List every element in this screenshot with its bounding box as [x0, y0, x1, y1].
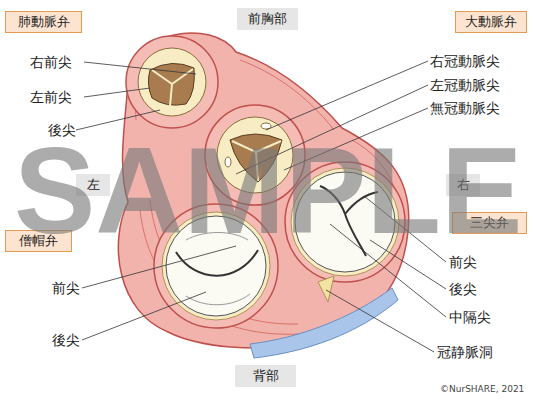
leader-line: [266, 61, 428, 130]
leader-line: [84, 88, 150, 97]
valve-label-box: 大動脈弁: [455, 11, 527, 33]
structure-label: 冠静脈洞: [437, 344, 493, 360]
cusp-label: 左前尖: [30, 89, 72, 105]
coronary-sinus-ostium: [318, 276, 334, 302]
leader-line: [326, 290, 434, 352]
cusp-label: 前尖: [52, 280, 80, 296]
cusp-label: 右前尖: [30, 54, 72, 70]
box-text: 大動脈弁: [465, 13, 517, 31]
cusp-label: 無冠動脈尖: [430, 100, 500, 116]
pulmonary-ring: [126, 36, 218, 128]
mitral-cusp: [176, 250, 258, 276]
cusp-label: 前尖: [449, 254, 477, 270]
coronary-sinus: [250, 288, 398, 358]
box-text: 肺動脈弁: [18, 13, 70, 31]
cusp-label: 左冠動脈尖: [430, 77, 500, 93]
box-text: 前胸部: [248, 10, 287, 28]
valve-label-box: 肺動脈弁: [5, 11, 82, 33]
leader-line: [82, 246, 236, 288]
box-text: 背部: [253, 367, 279, 385]
cusp-label: 後尖: [449, 281, 477, 297]
pulmonary-annulus: [138, 48, 206, 116]
cusp-label: 後尖: [52, 332, 80, 348]
leader-line: [76, 110, 160, 130]
direction-box: 背部: [235, 365, 296, 387]
leader-line: [82, 292, 206, 340]
watermark: SAMPLE: [14, 130, 522, 252]
leader-line: [84, 62, 196, 74]
cusp-label: 中隔尖: [449, 309, 491, 325]
pulmonary-cusp: [152, 69, 193, 106]
direction-box: 前胸部: [237, 8, 298, 30]
cusp-label: 右冠動脈尖: [430, 53, 500, 69]
copyright: ©NurSHARE, 2021: [440, 384, 524, 394]
